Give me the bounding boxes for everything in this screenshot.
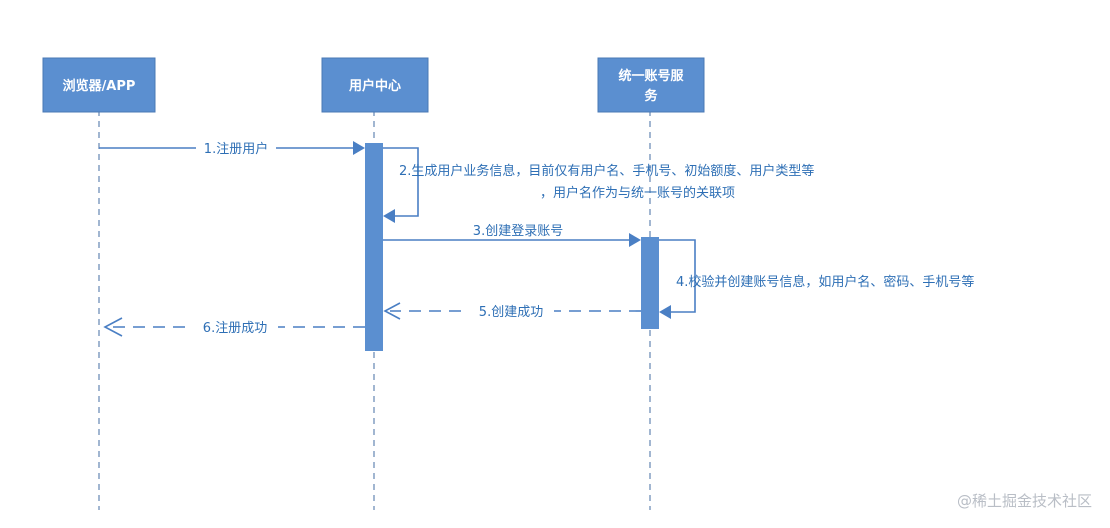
- message-6: 6.注册成功: [103, 317, 365, 337]
- actor-browser: 浏览器/APP: [42, 57, 156, 113]
- message-3-arrowhead: [629, 233, 641, 247]
- activation-user-center: [365, 143, 383, 351]
- message-1-label: 1.注册用户: [204, 141, 268, 157]
- message-5-arrowhead: [383, 302, 401, 320]
- watermark: @稀土掘金技术社区: [957, 492, 1092, 510]
- actor-user-center: 用户中心: [321, 57, 429, 113]
- message-2-label-line1: 2.生成用户业务信息，目前仅有用户名、手机号、初始额度、用户类型等: [399, 163, 814, 179]
- message-3-label: 3.创建登录账号: [473, 224, 563, 239]
- actor-browser-label: 浏览器/APP: [63, 78, 136, 94]
- message-6-label: 6.注册成功: [203, 321, 267, 336]
- message-1-arrowhead: [353, 141, 365, 155]
- message-2-label-line2: ，用户名作为与统一账号的关联项: [540, 185, 735, 201]
- message-4: 4.校验并创建账号信息，如用户名、密码、手机号等: [659, 239, 974, 319]
- message-4-label: 4.校验并创建账号信息，如用户名、密码、手机号等: [676, 274, 974, 290]
- message-4-arrowhead: [659, 305, 671, 319]
- message-1: 1.注册用户: [99, 139, 365, 157]
- message-2: 2.生成用户业务信息，目前仅有用户名、手机号、初始额度、用户类型等 ，用户名作为…: [383, 147, 814, 223]
- actor-account-service-label-line1: 统一账号服: [618, 68, 684, 84]
- message-5: 5.创建成功: [383, 302, 641, 320]
- actor-account-service-label-line2: 务: [644, 88, 658, 104]
- message-6-arrowhead: [103, 317, 123, 337]
- message-2-arrowhead: [383, 209, 395, 223]
- actor-user-center-label: 用户中心: [348, 78, 401, 94]
- activation-account-service: [641, 237, 659, 329]
- message-3: 3.创建登录账号: [383, 221, 641, 247]
- message-5-label: 5.创建成功: [479, 305, 543, 320]
- actor-account-service: 统一账号服 务: [597, 57, 705, 113]
